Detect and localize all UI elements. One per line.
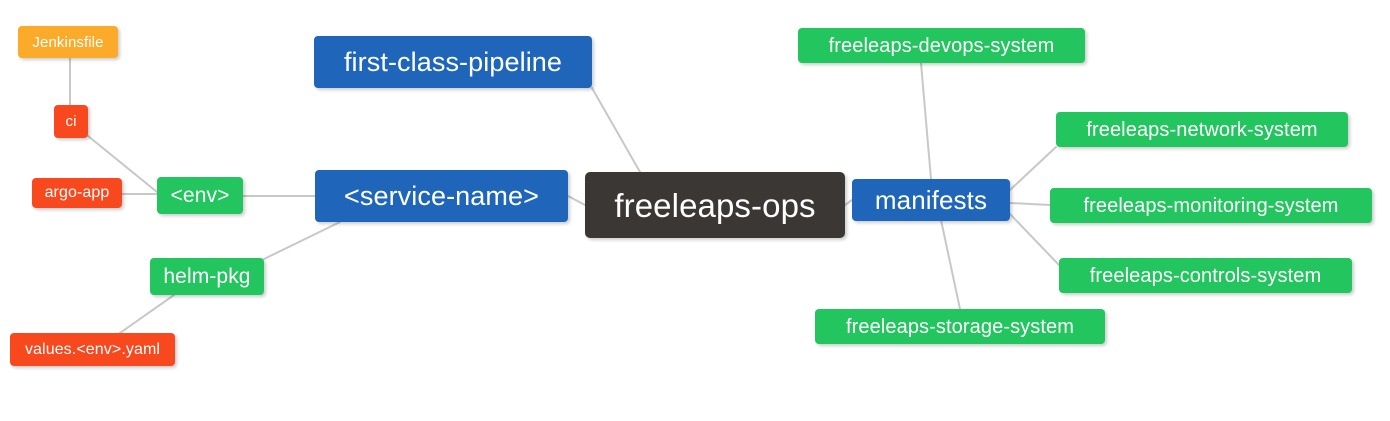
mindmap-edge — [567, 195, 586, 206]
mindmap-node-label: freeleaps-network-system — [1086, 118, 1318, 141]
mindmap-edge — [940, 219, 961, 310]
mindmap-edge — [844, 199, 853, 206]
mindmap-node-label: freeleaps-devops-system — [828, 34, 1055, 57]
mindmap-node-freeleaps-controls-system[interactable]: freeleaps-controls-system — [1059, 258, 1352, 293]
mindmap-edge — [263, 221, 341, 260]
mindmap-node-jenkinsfile[interactable]: Jenkinsfile — [18, 26, 118, 58]
mindmap-node-label: ci — [65, 113, 77, 130]
mindmap-node-label: values.<env>.yaml — [24, 340, 161, 358]
mindmap-node-freeleaps-devops-system[interactable]: freeleaps-devops-system — [798, 28, 1085, 63]
mindmap-node-freeleaps-monitoring-system[interactable]: freeleaps-monitoring-system — [1050, 188, 1372, 223]
mindmap-node-argo-app[interactable]: argo-app — [32, 178, 122, 208]
mindmap-edge — [920, 62, 932, 180]
mindmap-edge — [591, 87, 641, 173]
mindmap-node-service-name[interactable]: <service-name> — [315, 170, 568, 222]
mindmap-node-freeleaps-network-system[interactable]: freeleaps-network-system — [1056, 112, 1348, 147]
mindmap-node-label: freeleaps-monitoring-system — [1083, 194, 1339, 217]
mindmap-node-label: freeleaps-controls-system — [1089, 264, 1322, 287]
mindmap-node-freeleaps-ops[interactable]: freeleaps-ops — [585, 172, 845, 238]
mindmap-node-helm-pkg[interactable]: helm-pkg — [150, 258, 264, 295]
mindmap-node-label: freeleaps-storage-system — [845, 315, 1075, 338]
mindmap-node-label: <service-name> — [344, 180, 539, 211]
mindmap-node-label: first-class-pipeline — [343, 46, 563, 77]
mindmap-node-label: helm-pkg — [163, 265, 251, 288]
mindmap-node-env[interactable]: <env> — [157, 177, 243, 214]
mindmap-node-label: argo-app — [44, 184, 110, 201]
mindmap-edge — [119, 294, 175, 334]
mindmap-edge — [1009, 146, 1057, 191]
mindmap-node-first-class-pipeline[interactable]: first-class-pipeline — [314, 36, 592, 88]
mindmap-node-freeleaps-storage-system[interactable]: freeleaps-storage-system — [815, 309, 1105, 344]
mindmap-node-label: manifests — [874, 185, 988, 215]
mindmap-node-values-env-yaml[interactable]: values.<env>.yaml — [10, 333, 175, 366]
mindmap-node-label: <env> — [170, 184, 230, 207]
mindmap-node-label: Jenkinsfile — [32, 33, 104, 51]
mindmap-edge — [1009, 202, 1051, 206]
mindmap-node-manifests[interactable]: manifests — [852, 179, 1010, 221]
mindmap-node-label: freeleaps-ops — [614, 186, 816, 224]
mindmap-node-ci[interactable]: ci — [54, 105, 88, 138]
